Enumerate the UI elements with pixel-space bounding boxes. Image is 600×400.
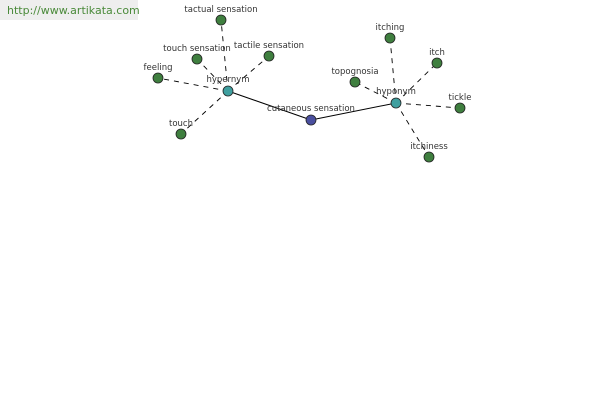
edge-hyponym-itch xyxy=(395,62,438,104)
word-node-tactual-sensation[interactable] xyxy=(215,14,227,26)
word-label-feeling: feeling xyxy=(144,63,173,73)
edge-hypernym-tactile-sensation xyxy=(227,55,270,92)
word-node-itchiness[interactable] xyxy=(423,151,435,163)
edge-hypernym-tactual-sensation xyxy=(220,19,229,92)
word-node-feeling[interactable] xyxy=(152,72,164,84)
word-node-tickle[interactable] xyxy=(454,102,466,114)
word-label-topognosia: topognosia xyxy=(331,67,378,77)
word-node-touch[interactable] xyxy=(175,128,187,140)
edge-hyponym-tickle xyxy=(395,102,461,109)
edge-center-hyponym xyxy=(310,102,397,121)
graph-edges xyxy=(157,19,461,158)
source-link[interactable]: http://www.artikata.com xyxy=(0,0,140,20)
edge-hyponym-itching xyxy=(389,37,397,104)
edge-hyponym-topognosia xyxy=(354,81,397,104)
word-label-touch: touch xyxy=(169,119,193,129)
relation-node-hyponym[interactable] xyxy=(390,97,402,109)
edge-hypernym-touch xyxy=(180,90,229,135)
word-node-topognosia[interactable] xyxy=(349,76,361,88)
edge-hypernym-touch-sensation xyxy=(196,58,229,92)
word-label-touch-sensation: touch sensation xyxy=(163,44,231,54)
edge-hyponym-itchiness xyxy=(395,102,430,158)
word-label-itch: itch xyxy=(429,48,445,58)
graph-labels: cutaneous sensation tactual sensation touc… xyxy=(144,5,472,152)
edge-center-hypernym xyxy=(227,90,312,121)
word-node-touch-sensation[interactable] xyxy=(191,53,203,65)
center-node-label: cutaneous sensation xyxy=(267,104,355,114)
word-node-itching[interactable] xyxy=(384,32,396,44)
word-label-itching: itching xyxy=(376,23,405,33)
center-node[interactable] xyxy=(305,114,317,126)
word-node-itch[interactable] xyxy=(431,57,443,69)
word-node-tactile-sensation[interactable] xyxy=(263,50,275,62)
word-label-tickle: tickle xyxy=(449,93,472,103)
relation-label-hyponym: hyponym xyxy=(376,87,416,97)
word-label-tactual-sensation: tactual sensation xyxy=(184,5,257,15)
relation-node-hypernym[interactable] xyxy=(222,85,234,97)
graph-nodes xyxy=(152,14,466,163)
word-label-itchiness: itchiness xyxy=(410,142,448,152)
relation-label-hypernym: hypernym xyxy=(206,75,249,85)
edge-hypernym-feeling xyxy=(157,77,229,92)
word-label-tactile-sensation: tactile sensation xyxy=(234,41,304,51)
